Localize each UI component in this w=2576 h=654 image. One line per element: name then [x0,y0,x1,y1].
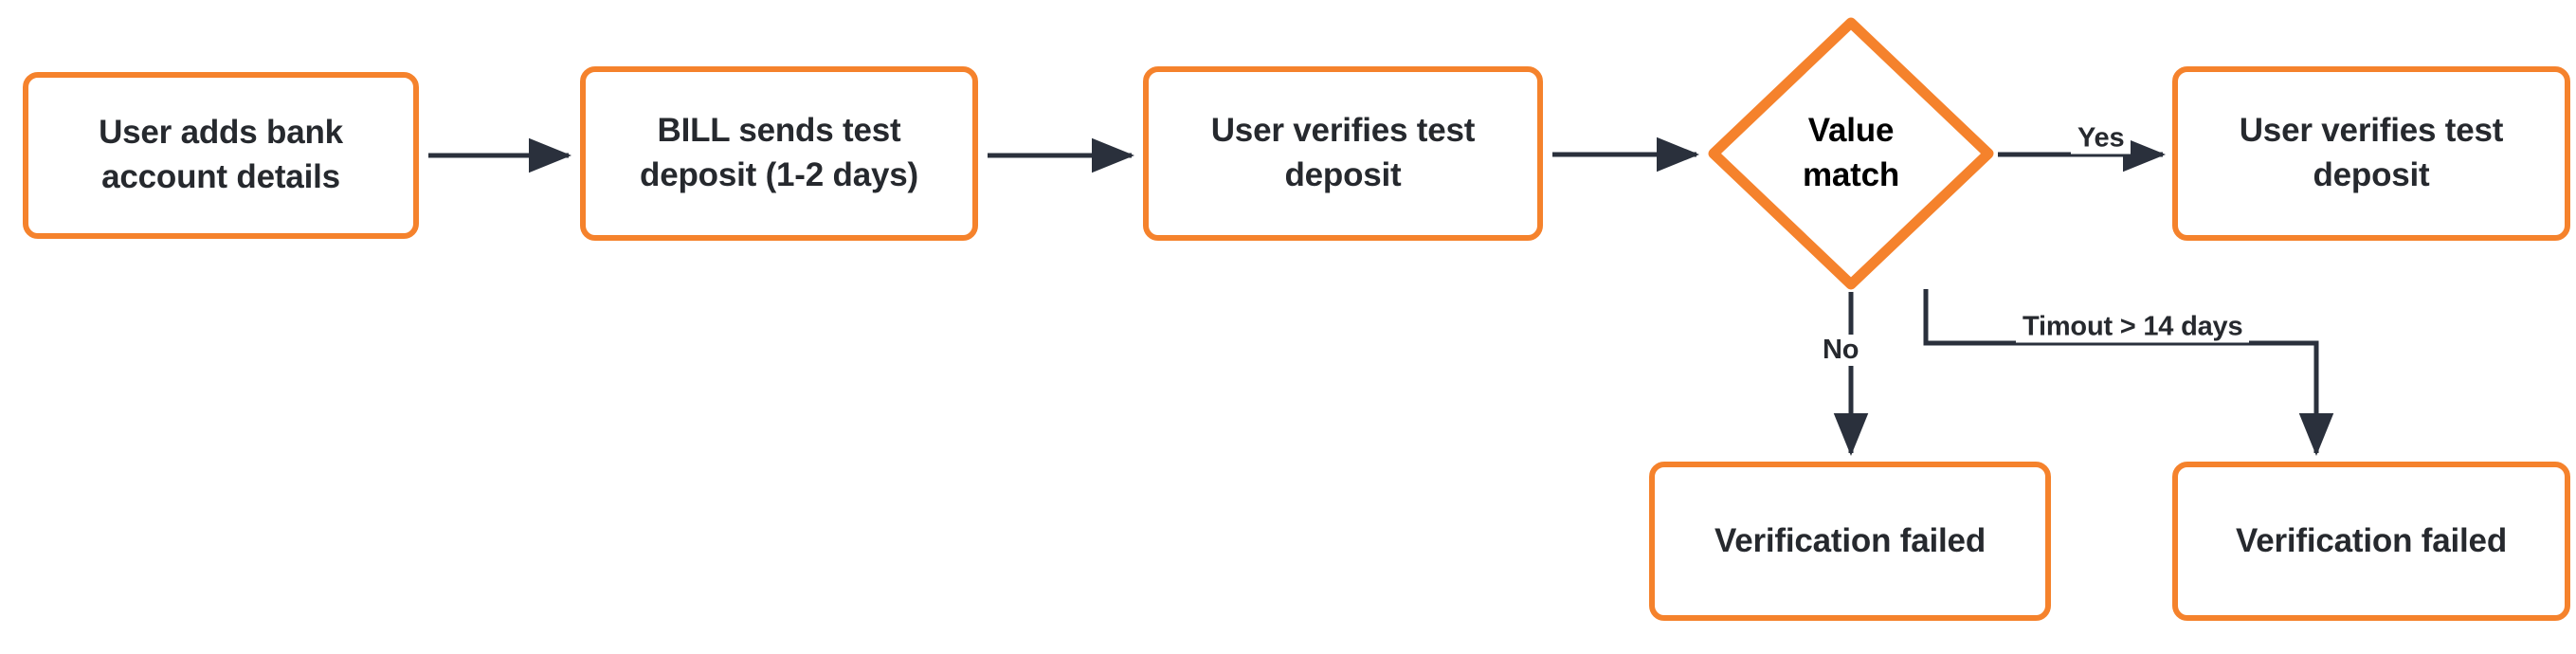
node-label: User verifies test deposit [2239,112,2504,193]
node-user-verifies-test-deposit[interactable]: User verifies test deposit [1143,66,1543,241]
node-label: User verifies test deposit [1210,112,1476,193]
node-bill-sends-test-deposit[interactable]: BILL sends test deposit (1-2 days) [580,66,978,241]
edge-label-no: No [1816,335,1866,366]
node-label: User adds bank account details [99,114,343,195]
edge-label-timeout: Timout > 14 days [2016,311,2250,343]
connector-timeout [1923,289,2334,457]
node-user-verifies-test-deposit-success[interactable]: User verifies test deposit [2172,66,2570,241]
node-verification-failed-no[interactable]: Verification failed [1649,462,2051,621]
node-label: BILL sends test deposit (1-2 days) [640,112,918,193]
edge-label-yes: Yes [2071,122,2132,154]
node-user-adds-bank-account[interactable]: User adds bank account details [23,72,419,239]
node-verification-failed-timeout[interactable]: Verification failed [2172,462,2570,621]
node-label: Verification failed [1714,521,1986,559]
node-label: Verification failed [2235,521,2507,559]
